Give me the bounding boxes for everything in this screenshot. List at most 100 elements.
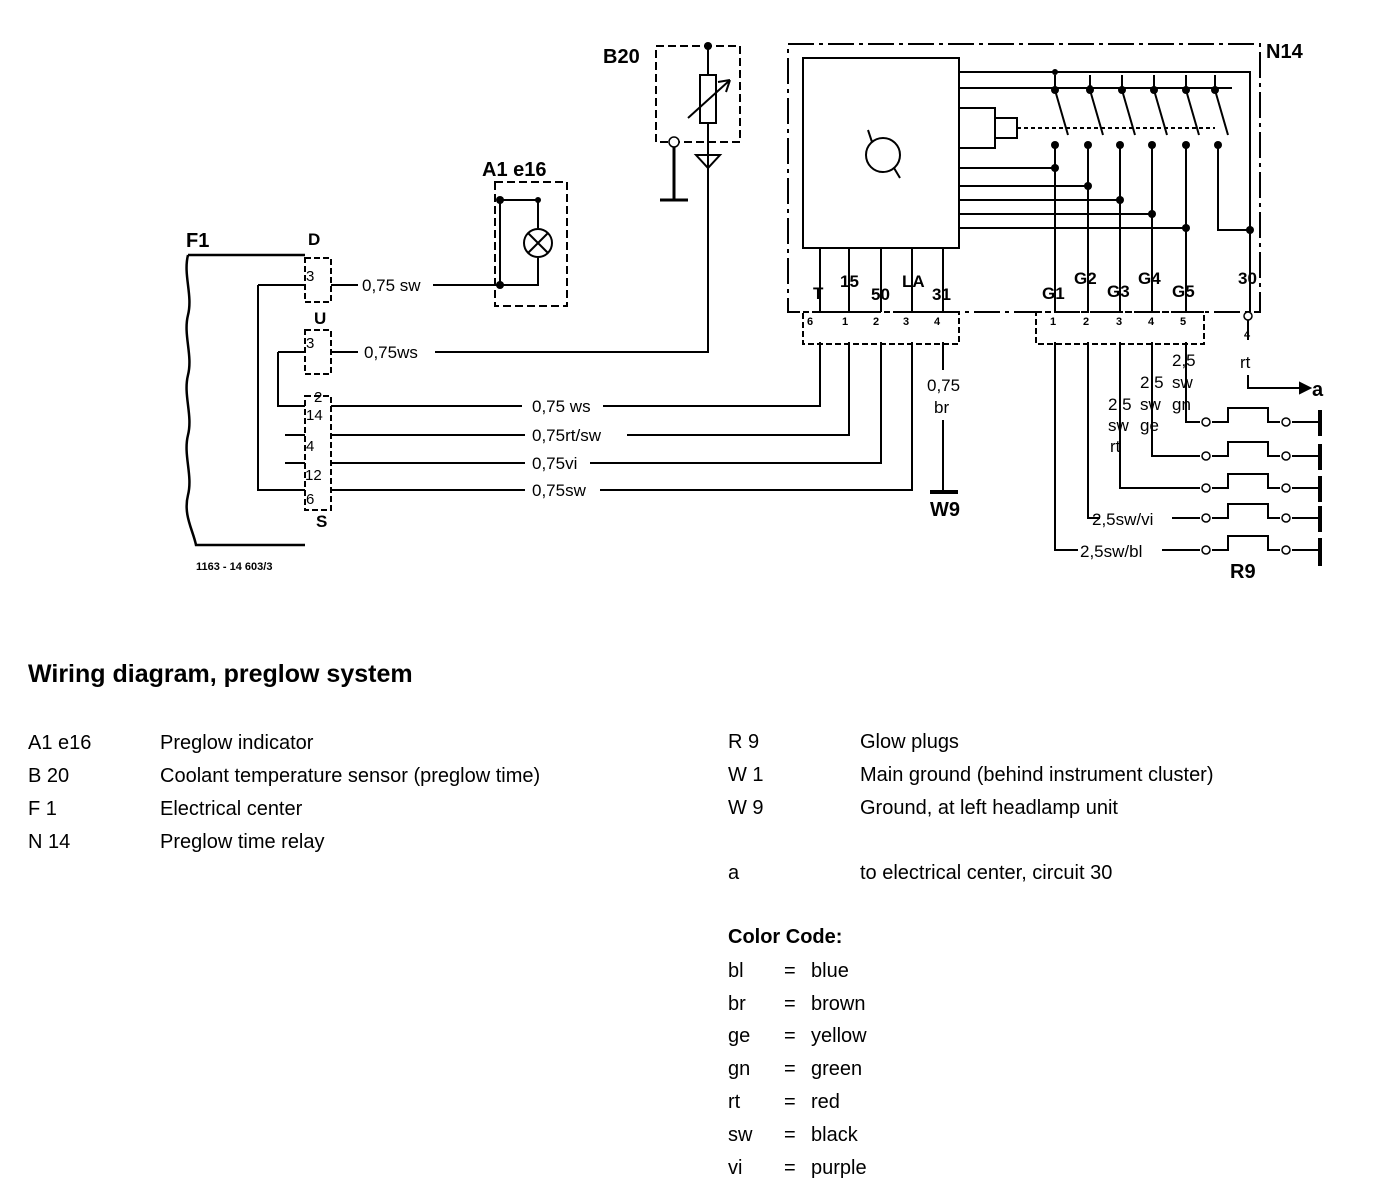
wire-label: br xyxy=(934,398,949,417)
color-name: purple xyxy=(811,1156,867,1179)
legend-code: R 9 xyxy=(728,731,760,753)
color-name: blue xyxy=(811,959,849,982)
color-code-title: Color Code: xyxy=(728,926,843,948)
wire-label: 2,5 xyxy=(1172,351,1196,370)
equals-sign: = xyxy=(784,1123,796,1146)
n14-pin-number: 2 xyxy=(1083,316,1089,328)
legend-code: N 14 xyxy=(28,831,71,853)
wire-label: 0,75 sw xyxy=(362,276,421,295)
color-abbr: rt xyxy=(728,1091,741,1114)
legend-code: a xyxy=(728,862,740,884)
label-a1e16: A1 e16 xyxy=(482,159,547,181)
wire-label: sw xyxy=(1140,395,1162,414)
n14-pin-label: G5 xyxy=(1172,282,1195,301)
f1-pin: 3 xyxy=(306,335,314,352)
color-code-row: gn = green xyxy=(728,1053,867,1086)
drawing-number: 1163 - 14 603/3 xyxy=(196,561,272,573)
wire-label: ge xyxy=(1140,416,1159,435)
f1-pin: 14 xyxy=(306,407,323,424)
legend-row: R 9 Glow plugs xyxy=(728,726,1214,759)
n14-connector-left xyxy=(802,311,960,345)
legend-row: W 1 Main ground (behind instrument clust… xyxy=(728,759,1214,792)
color-abbr: vi xyxy=(728,1156,743,1179)
color-name: yellow xyxy=(811,1025,867,1048)
color-code-row: br = brown xyxy=(728,988,867,1021)
connector-d-label: D xyxy=(308,230,320,249)
color-name: brown xyxy=(811,992,866,1015)
connector-s-label: S xyxy=(316,512,327,531)
legend-desc: to electrical center, circuit 30 xyxy=(860,862,1113,884)
wire-label: 2,5 xyxy=(1140,373,1164,392)
legend-desc: Coolant temperature sensor (preglow time… xyxy=(160,765,541,787)
n14-pin-label: 50 xyxy=(871,285,890,304)
wire-label: rt xyxy=(1110,437,1121,456)
legend-desc: Preglow time relay xyxy=(160,831,325,853)
wire-label: 2,5 xyxy=(1108,395,1132,414)
equals-sign: = xyxy=(784,1091,796,1114)
legend-code: A1 e16 xyxy=(28,732,92,754)
connector-u-label: U xyxy=(314,309,326,328)
color-code-list: bl = blue br = brown ge = yellow gn = gr… xyxy=(728,955,867,1185)
n14-pin-label: 15 xyxy=(840,272,859,291)
f1-connector-s xyxy=(304,395,332,511)
equals-sign: = xyxy=(784,1025,796,1048)
glow-plug-5 xyxy=(1212,535,1322,566)
equals-sign: = xyxy=(784,1058,796,1081)
n14-pin-number: 4 xyxy=(1244,329,1251,341)
legend-row: W 9 Ground, at left headlamp unit xyxy=(728,792,1214,825)
f1-outline xyxy=(185,253,305,547)
wire-label: 0,75ws xyxy=(364,343,418,362)
color-abbr: gn xyxy=(728,1058,751,1081)
f1-pin: 4 xyxy=(306,438,314,455)
color-abbr: ge xyxy=(728,1025,751,1048)
color-abbr: bl xyxy=(728,959,744,982)
n14-pin-number: 1 xyxy=(842,316,848,328)
thermistor-symbol xyxy=(699,74,717,124)
legend-row: B 20 Coolant temperature sensor (preglow… xyxy=(28,760,540,793)
wire-label: 0,75sw xyxy=(532,481,587,500)
wire-label: 0,75rt/sw xyxy=(532,426,602,445)
wire-label: 2,5sw/bl xyxy=(1080,542,1142,561)
label-n14: N14 xyxy=(1266,41,1304,63)
color-code-row: sw = black xyxy=(728,1119,867,1152)
color-name: red xyxy=(811,1091,840,1114)
legend-code: W 9 xyxy=(728,797,764,819)
b20-box xyxy=(655,45,741,143)
wire-label: sw xyxy=(1172,373,1194,392)
legend-code: B 20 xyxy=(28,765,70,787)
color-name: black xyxy=(811,1123,858,1146)
wire-label: 0,75vi xyxy=(532,454,577,473)
n14-pin-label: G3 xyxy=(1107,282,1130,301)
wire-label: 0,75 ws xyxy=(532,397,591,416)
timer-icon xyxy=(865,129,901,179)
n14-pin-label: G2 xyxy=(1074,269,1097,288)
legend-right: R 9 Glow plugs W 1 Main ground (behind i… xyxy=(728,726,1214,890)
n14-pin-number: 6 xyxy=(807,316,813,328)
n14-pin-number: 4 xyxy=(934,316,941,328)
n14-pin-label: 30 xyxy=(1238,269,1257,288)
legend-desc: Ground, at left headlamp unit xyxy=(860,797,1118,819)
f1-pin: 3 xyxy=(306,268,314,285)
n14-pin-number: 4 xyxy=(1148,316,1155,328)
relay-coil xyxy=(994,117,1018,139)
glow-plug-1 xyxy=(1212,407,1322,436)
label-w9: W9 xyxy=(930,499,960,521)
color-code-row: bl = blue xyxy=(728,955,867,988)
legend-desc: Glow plugs xyxy=(860,731,959,753)
f1-pin: 12 xyxy=(305,467,322,484)
legend-desc: Electrical center xyxy=(160,798,303,820)
glow-plug-2 xyxy=(1212,441,1322,470)
n14-pin-number: 3 xyxy=(1116,316,1122,328)
label-r9: R9 xyxy=(1230,561,1256,583)
legend-row: N 14 Preglow time relay xyxy=(28,826,540,859)
legend-code: F 1 xyxy=(28,798,57,820)
glow-plug-4 xyxy=(1212,503,1322,532)
n14-pin-number: 5 xyxy=(1180,316,1186,328)
n14-pin-label: T xyxy=(813,284,824,303)
label-b20: B20 xyxy=(603,46,640,68)
n14-pin-label: G1 xyxy=(1042,284,1065,303)
glow-plug-3 xyxy=(1212,473,1322,502)
color-code-row: rt = red xyxy=(728,1086,867,1119)
lamp-icon xyxy=(523,228,553,258)
legend-desc: Main ground (behind instrument cluster) xyxy=(860,764,1214,786)
